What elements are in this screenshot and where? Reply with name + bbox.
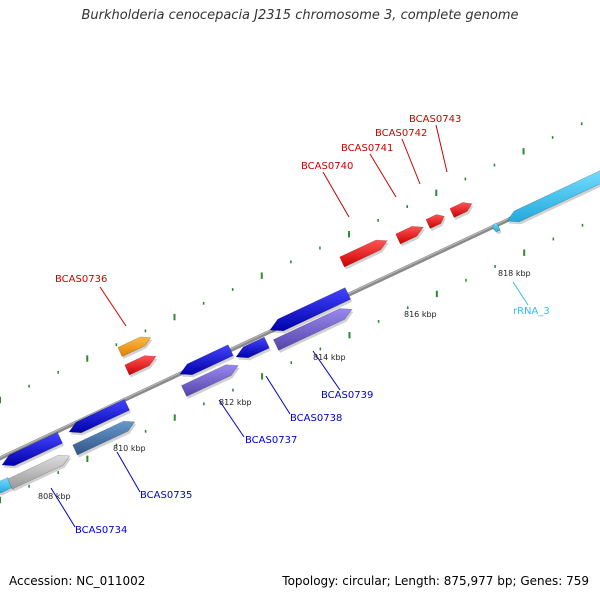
gene-bcas0736b-arrow xyxy=(124,355,157,376)
kbp-label-810: 810 kbp xyxy=(113,444,146,453)
gene-bcas0741-arrow xyxy=(395,225,424,245)
leader-line xyxy=(322,171,350,218)
gene-label-bcas0736: BCAS0736 xyxy=(55,274,107,285)
feature-0739-cds xyxy=(272,308,353,351)
gene-bcas0739-arrow xyxy=(269,287,351,332)
gene-label-bcas0735: BCAS0735 xyxy=(140,490,192,501)
leader-line xyxy=(265,375,291,415)
gene-label-bcas0737: BCAS0737 xyxy=(245,435,297,446)
leader-line xyxy=(369,153,397,198)
gene-label-bcas0740: BCAS0740 xyxy=(301,161,353,172)
leader-line xyxy=(435,124,448,173)
gene-bcas0740-arrow xyxy=(339,239,388,268)
gene-features xyxy=(0,170,600,496)
feature-0735-cds xyxy=(72,420,136,456)
accession-text: Accession: NC_011002 xyxy=(9,574,146,588)
gene-labels: BCAS0736 BCAS0740 BCAS0741 BCAS0742 BCAS0743… xyxy=(55,114,550,536)
leader-line xyxy=(218,399,245,438)
leader-line xyxy=(99,286,127,327)
gene-label-bcas0742: BCAS0742 xyxy=(375,128,427,139)
gene-label-bcas0738: BCAS0738 xyxy=(290,413,342,424)
map-title: Burkholderia cenocepacia J2315 chromosom… xyxy=(81,8,519,23)
feature-0737-cds xyxy=(180,364,239,397)
leader-line xyxy=(401,138,421,185)
gene-label-bcas0739: BCAS0739 xyxy=(321,390,373,401)
kbp-ticks xyxy=(0,122,584,504)
gene-label-bcas0743: BCAS0743 xyxy=(409,114,461,125)
kbp-label-812: 812 kbp xyxy=(219,398,252,407)
feature-0734-cds xyxy=(7,454,71,490)
leader-line xyxy=(116,451,141,493)
leader-line xyxy=(512,281,529,306)
gene-label-rrna-3: rRNA_3 xyxy=(513,306,550,317)
gene-bcas0734-arrow xyxy=(1,432,63,467)
rrna-small-arrow xyxy=(492,222,501,233)
kbp-label-818: 818 kbp xyxy=(498,269,531,278)
leader-line xyxy=(312,350,341,391)
gene-bcas0743-arrow xyxy=(449,202,473,218)
label-leaders xyxy=(50,124,529,528)
kbp-label-816: 816 kbp xyxy=(404,310,437,319)
gene-bcas0742-arrow xyxy=(425,214,445,229)
gene-bcas0735-arrow xyxy=(68,399,130,434)
rrna-3-arrow xyxy=(506,170,600,223)
summary-text: Topology: circular; Length: 875,977 bp; … xyxy=(282,574,589,588)
gene-bcas0737-arrow xyxy=(179,344,234,376)
gene-bcas0736-arrow xyxy=(117,336,152,357)
gene-label-bcas0734: BCAS0734 xyxy=(75,525,127,536)
gene-label-bcas0741: BCAS0741 xyxy=(341,143,393,154)
kbp-label-814: 814 kbp xyxy=(313,353,346,362)
gene-bcas0738-arrow xyxy=(235,336,270,359)
leader-line xyxy=(50,487,76,528)
kbp-label-808: 808 kbp xyxy=(38,492,71,501)
kbp-labels: 808 kbp 810 kbp 812 kbp 814 kbp 816 kbp 818 k… xyxy=(38,269,531,501)
